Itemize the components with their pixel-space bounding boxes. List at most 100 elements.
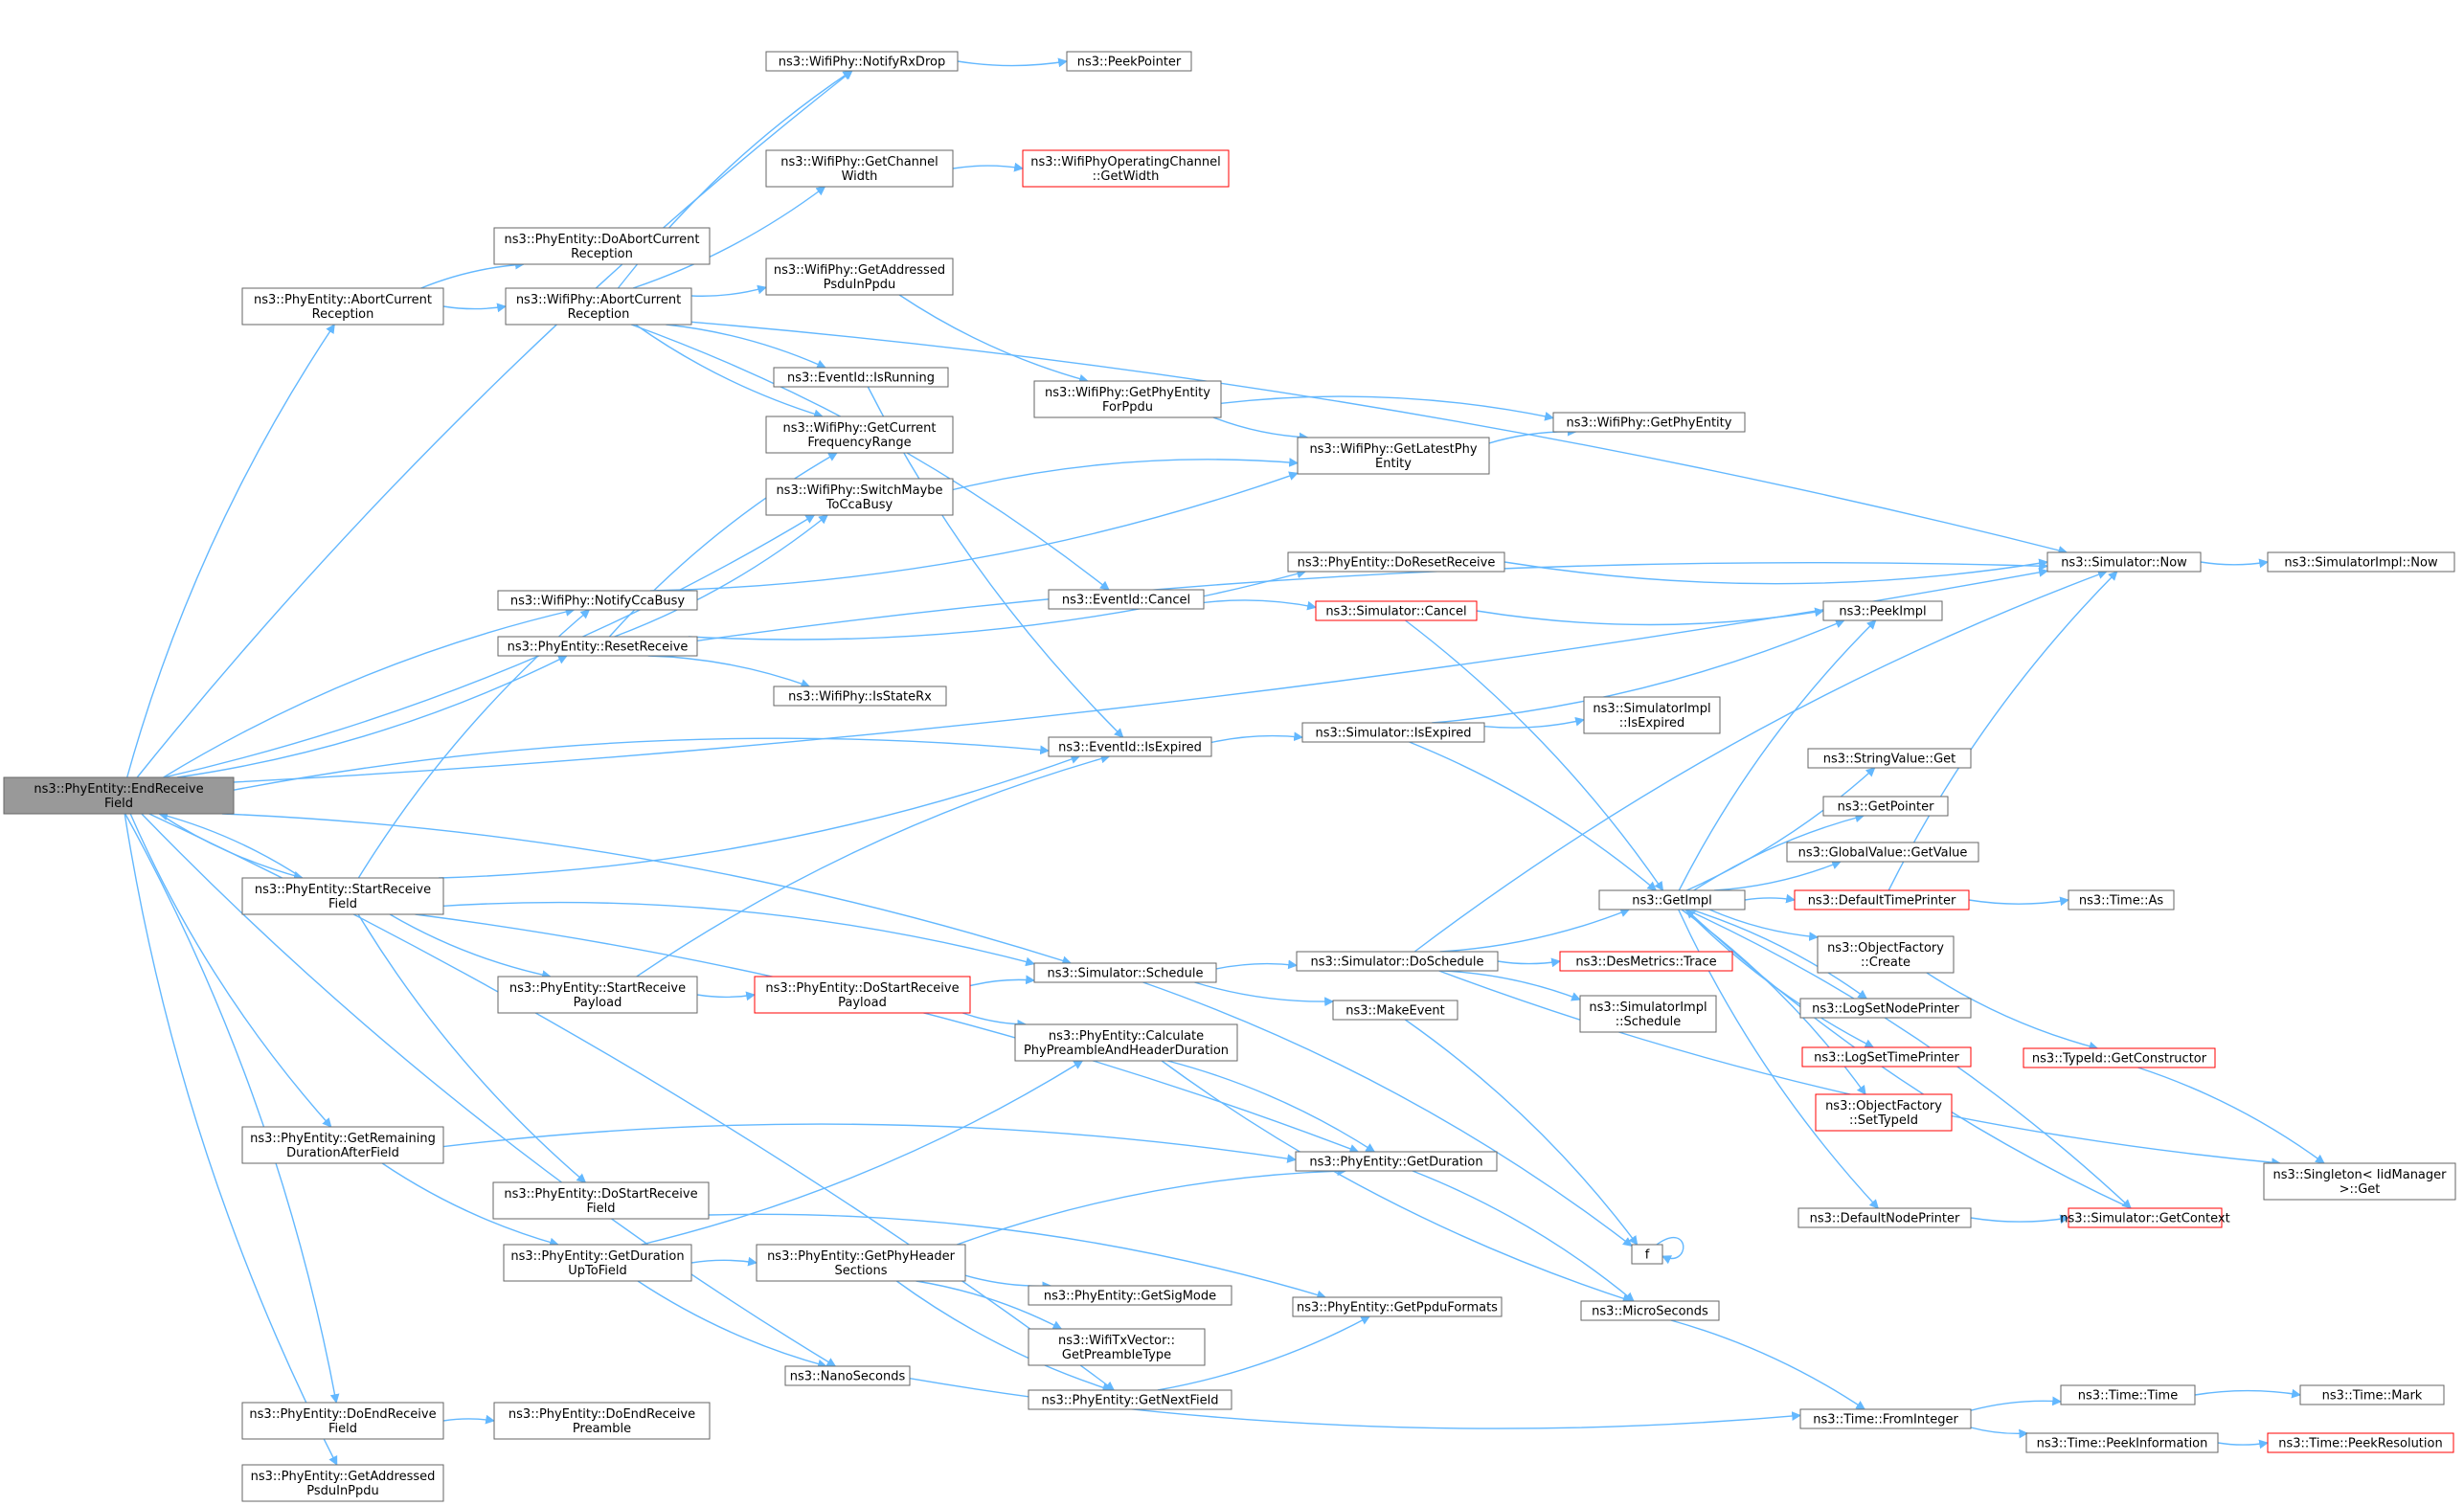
edge-endrx-to-doendrx — [124, 813, 340, 1404]
node-getctor[interactable]: ns3::TypeId::GetConstructor — [2023, 1047, 2216, 1068]
node-isrunning[interactable]: ns3::EventId::IsRunning — [773, 367, 949, 388]
edge-abortcur-to-doabort — [420, 259, 525, 289]
node-desmetrics[interactable]: ns3::DesMetrics::Trace — [1559, 951, 1733, 972]
edge-getnextf-to-getppduf — [1157, 1315, 1371, 1391]
node-deftime[interactable]: ns3::DefaultTimePrinter — [1794, 889, 1970, 910]
node-getppduf[interactable]: ns3::PhyEntity::GetPpduFormats — [1292, 1296, 1503, 1317]
node-getphyent[interactable]: ns3::WifiPhy::GetPhyEntity — [1552, 412, 1746, 433]
node-simimplsched[interactable]: ns3::SimulatorImpl::Schedule — [1579, 995, 1717, 1033]
node-peekres[interactable]: ns3::Time::PeekResolution — [2267, 1432, 2454, 1453]
node-box — [1022, 149, 1230, 188]
node-getimpl[interactable]: ns3::GetImpl — [1598, 889, 1746, 910]
node-box — [241, 877, 444, 915]
node-evcancel[interactable]: ns3::EventId::Cancel — [1048, 589, 1205, 610]
node-label: GetPreambleType — [1062, 1348, 1171, 1362]
node-getdur[interactable]: ns3::PhyEntity::GetDuration — [1295, 1151, 1498, 1172]
edge-getimpl-to-peekimpl — [1678, 619, 1877, 891]
node-peekptr[interactable]: ns3::PeekPointer — [1066, 51, 1192, 72]
edge-getchw-to-opchw — [952, 162, 1024, 172]
node-label: ns3::PhyEntity::DoEndReceive — [509, 1407, 695, 1422]
node-isexpired[interactable]: ns3::EventId::IsExpired — [1048, 736, 1212, 757]
node-label: ns3::PhyEntity::GetDuration — [1309, 1156, 1482, 1170]
edge-getdurupto-to-nano — [637, 1280, 827, 1369]
node-box — [2060, 1384, 2196, 1405]
node-resetrx[interactable]: ns3::PhyEntity::ResetReceive — [497, 636, 698, 657]
node-layer: ns3::PhyEntity::EndReceiveFieldns3::PhyE… — [3, 51, 2456, 1502]
node-logsetnode[interactable]: ns3::LogSetNodePrinter — [1799, 998, 1972, 1019]
node-label: Entity — [1375, 457, 1412, 471]
node-simcancel[interactable]: ns3::Simulator::Cancel — [1315, 600, 1478, 621]
node-objcreate[interactable]: ns3::ObjectFactory::Create — [1817, 935, 1955, 974]
node-simisexp[interactable]: ns3::Simulator::IsExpired — [1301, 722, 1485, 743]
node-box — [1315, 600, 1478, 621]
node-box — [2025, 1432, 2219, 1453]
node-getsigmode[interactable]: ns3::PhyEntity::GetSigMode — [1028, 1285, 1232, 1306]
edge-notifycca-to-getlatest — [649, 471, 1299, 592]
node-getpointer[interactable]: ns3::GetPointer — [1822, 796, 1949, 817]
node-timeas[interactable]: ns3::Time::As — [2068, 889, 2175, 910]
node-isstaterx[interactable]: ns3::WifiPhy::IsStateRx — [773, 686, 947, 707]
node-peekimpl[interactable]: ns3::PeekImpl — [1822, 600, 1943, 621]
node-box — [1794, 889, 1970, 910]
node-gvgetval[interactable]: ns3::GlobalValue::GetValue — [1786, 842, 1979, 863]
node-calcpre[interactable]: ns3::PhyEntity::CalculatePhyPreambleAndH… — [1014, 1023, 1238, 1062]
node-makeevent[interactable]: ns3::MakeEvent — [1332, 1000, 1458, 1021]
node-schedule[interactable]: ns3::Simulator::Schedule — [1033, 962, 1217, 983]
node-label: ns3::Simulator::GetContext — [2060, 1212, 2229, 1226]
node-label: ns3::PhyEntity::EndReceive — [34, 782, 203, 797]
node-strget[interactable]: ns3::StringValue::Get — [1807, 748, 1972, 769]
node-label: ns3::Time::PeekResolution — [2278, 1437, 2442, 1451]
node-opchw[interactable]: ns3::WifiPhyOperatingChannel::GetWidth — [1022, 149, 1230, 188]
node-nano[interactable]: ns3::NanoSeconds — [784, 1365, 911, 1386]
node-getnextf[interactable]: ns3::PhyEntity::GetNextField — [1028, 1389, 1232, 1410]
edge-schedule-to-doschedule — [1215, 959, 1298, 970]
node-getctx[interactable]: ns3::Simulator::GetContext — [2060, 1207, 2230, 1228]
node-notifycca[interactable]: ns3::WifiPhy::NotifyCcaBusy — [497, 590, 698, 611]
node-logsettime[interactable]: ns3::LogSetTimePrinter — [1801, 1046, 1972, 1068]
node-doschedule[interactable]: ns3::Simulator::DoSchedule — [1296, 951, 1499, 972]
node-box — [1807, 748, 1972, 769]
node-txvecpre[interactable]: ns3::WifiTxVector::GetPreambleType — [1028, 1328, 1206, 1366]
node-simimplnow[interactable]: ns3::SimulatorImpl::Now — [2267, 551, 2455, 573]
node-getremain[interactable]: ns3::PhyEntity::GetRemainingDurationAfte… — [241, 1126, 444, 1164]
node-timetime[interactable]: ns3::Time::Time — [2060, 1384, 2196, 1405]
node-label: ns3::SimulatorImpl — [1593, 702, 1710, 716]
node-box — [1822, 600, 1943, 621]
edge-calcpre-to-micro — [1161, 1060, 1633, 1303]
node-micro[interactable]: ns3::MicroSeconds — [1580, 1300, 1720, 1321]
node-defnode[interactable]: ns3::DefaultNodePrinter — [1797, 1207, 1972, 1228]
node-fromint[interactable]: ns3::Time::FromInteger — [1799, 1408, 1972, 1429]
node-peekinfo[interactable]: ns3::Time::PeekInformation — [2025, 1432, 2219, 1453]
node-singleton[interactable]: ns3::Singleton< IidManager >::Get — [2263, 1162, 2456, 1201]
edge-doresetrx-to-simnow — [1503, 558, 2048, 585]
node-simnow[interactable]: ns3::Simulator::Now — [2046, 551, 2202, 573]
node-notifyrxdrop[interactable]: ns3::WifiPhy::NotifyRxDrop — [765, 51, 959, 72]
edge-endrx-to-getaddrpsdu — [124, 813, 338, 1466]
node-objsettype[interactable]: ns3::ObjectFactory::SetTypeId — [1815, 1093, 1953, 1132]
node-label: ns3::PhyEntity::GetPpduFormats — [1297, 1301, 1498, 1315]
node-label: ns3::NanoSeconds — [790, 1370, 906, 1384]
node-fnode[interactable]: f — [1631, 1244, 1663, 1265]
edge-notifyrxdrop-to-peekptr — [957, 57, 1068, 68]
node-timemark[interactable]: ns3::Time::Mark — [2299, 1384, 2445, 1405]
node-doresetrx[interactable]: ns3::PhyEntity::DoResetReceive — [1287, 551, 1505, 573]
node-simimplisexp[interactable]: ns3::SimulatorImpl::IsExpired — [1583, 696, 1721, 734]
